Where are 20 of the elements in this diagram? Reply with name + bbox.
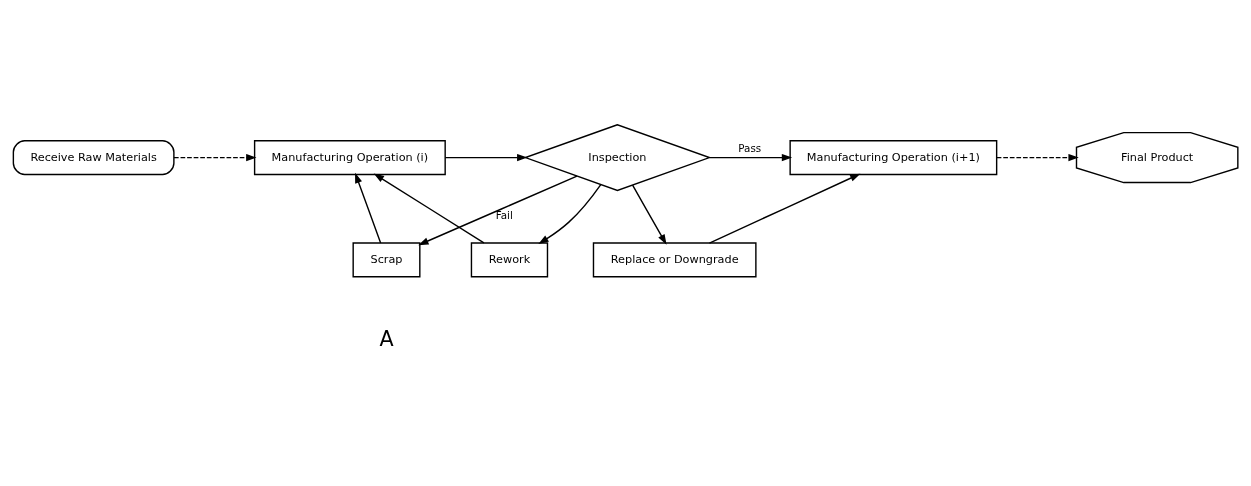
node-box: Rework (470, 241, 549, 278)
arrow (418, 174, 578, 245)
node-diamond: Inspection (523, 123, 712, 191)
arrow (631, 184, 667, 245)
arrow (444, 153, 528, 161)
node-box: Scrap (352, 241, 421, 278)
arrow (708, 173, 861, 244)
arrow (373, 173, 485, 244)
arrow (173, 153, 257, 161)
arrow (996, 153, 1079, 161)
node-box: Receive Raw Materials (12, 139, 175, 175)
edge-label: Fail (495, 208, 513, 221)
arrow (355, 172, 382, 244)
arrow (709, 153, 793, 161)
node-box: Manufacturing Operation (i) (253, 139, 446, 175)
edge-label: Pass (738, 141, 762, 154)
arrow (538, 183, 602, 244)
node-box: Manufacturing Operation (i+1) (789, 139, 998, 175)
node-box: Replace or Downgrade (592, 241, 757, 278)
label: A (379, 326, 394, 351)
